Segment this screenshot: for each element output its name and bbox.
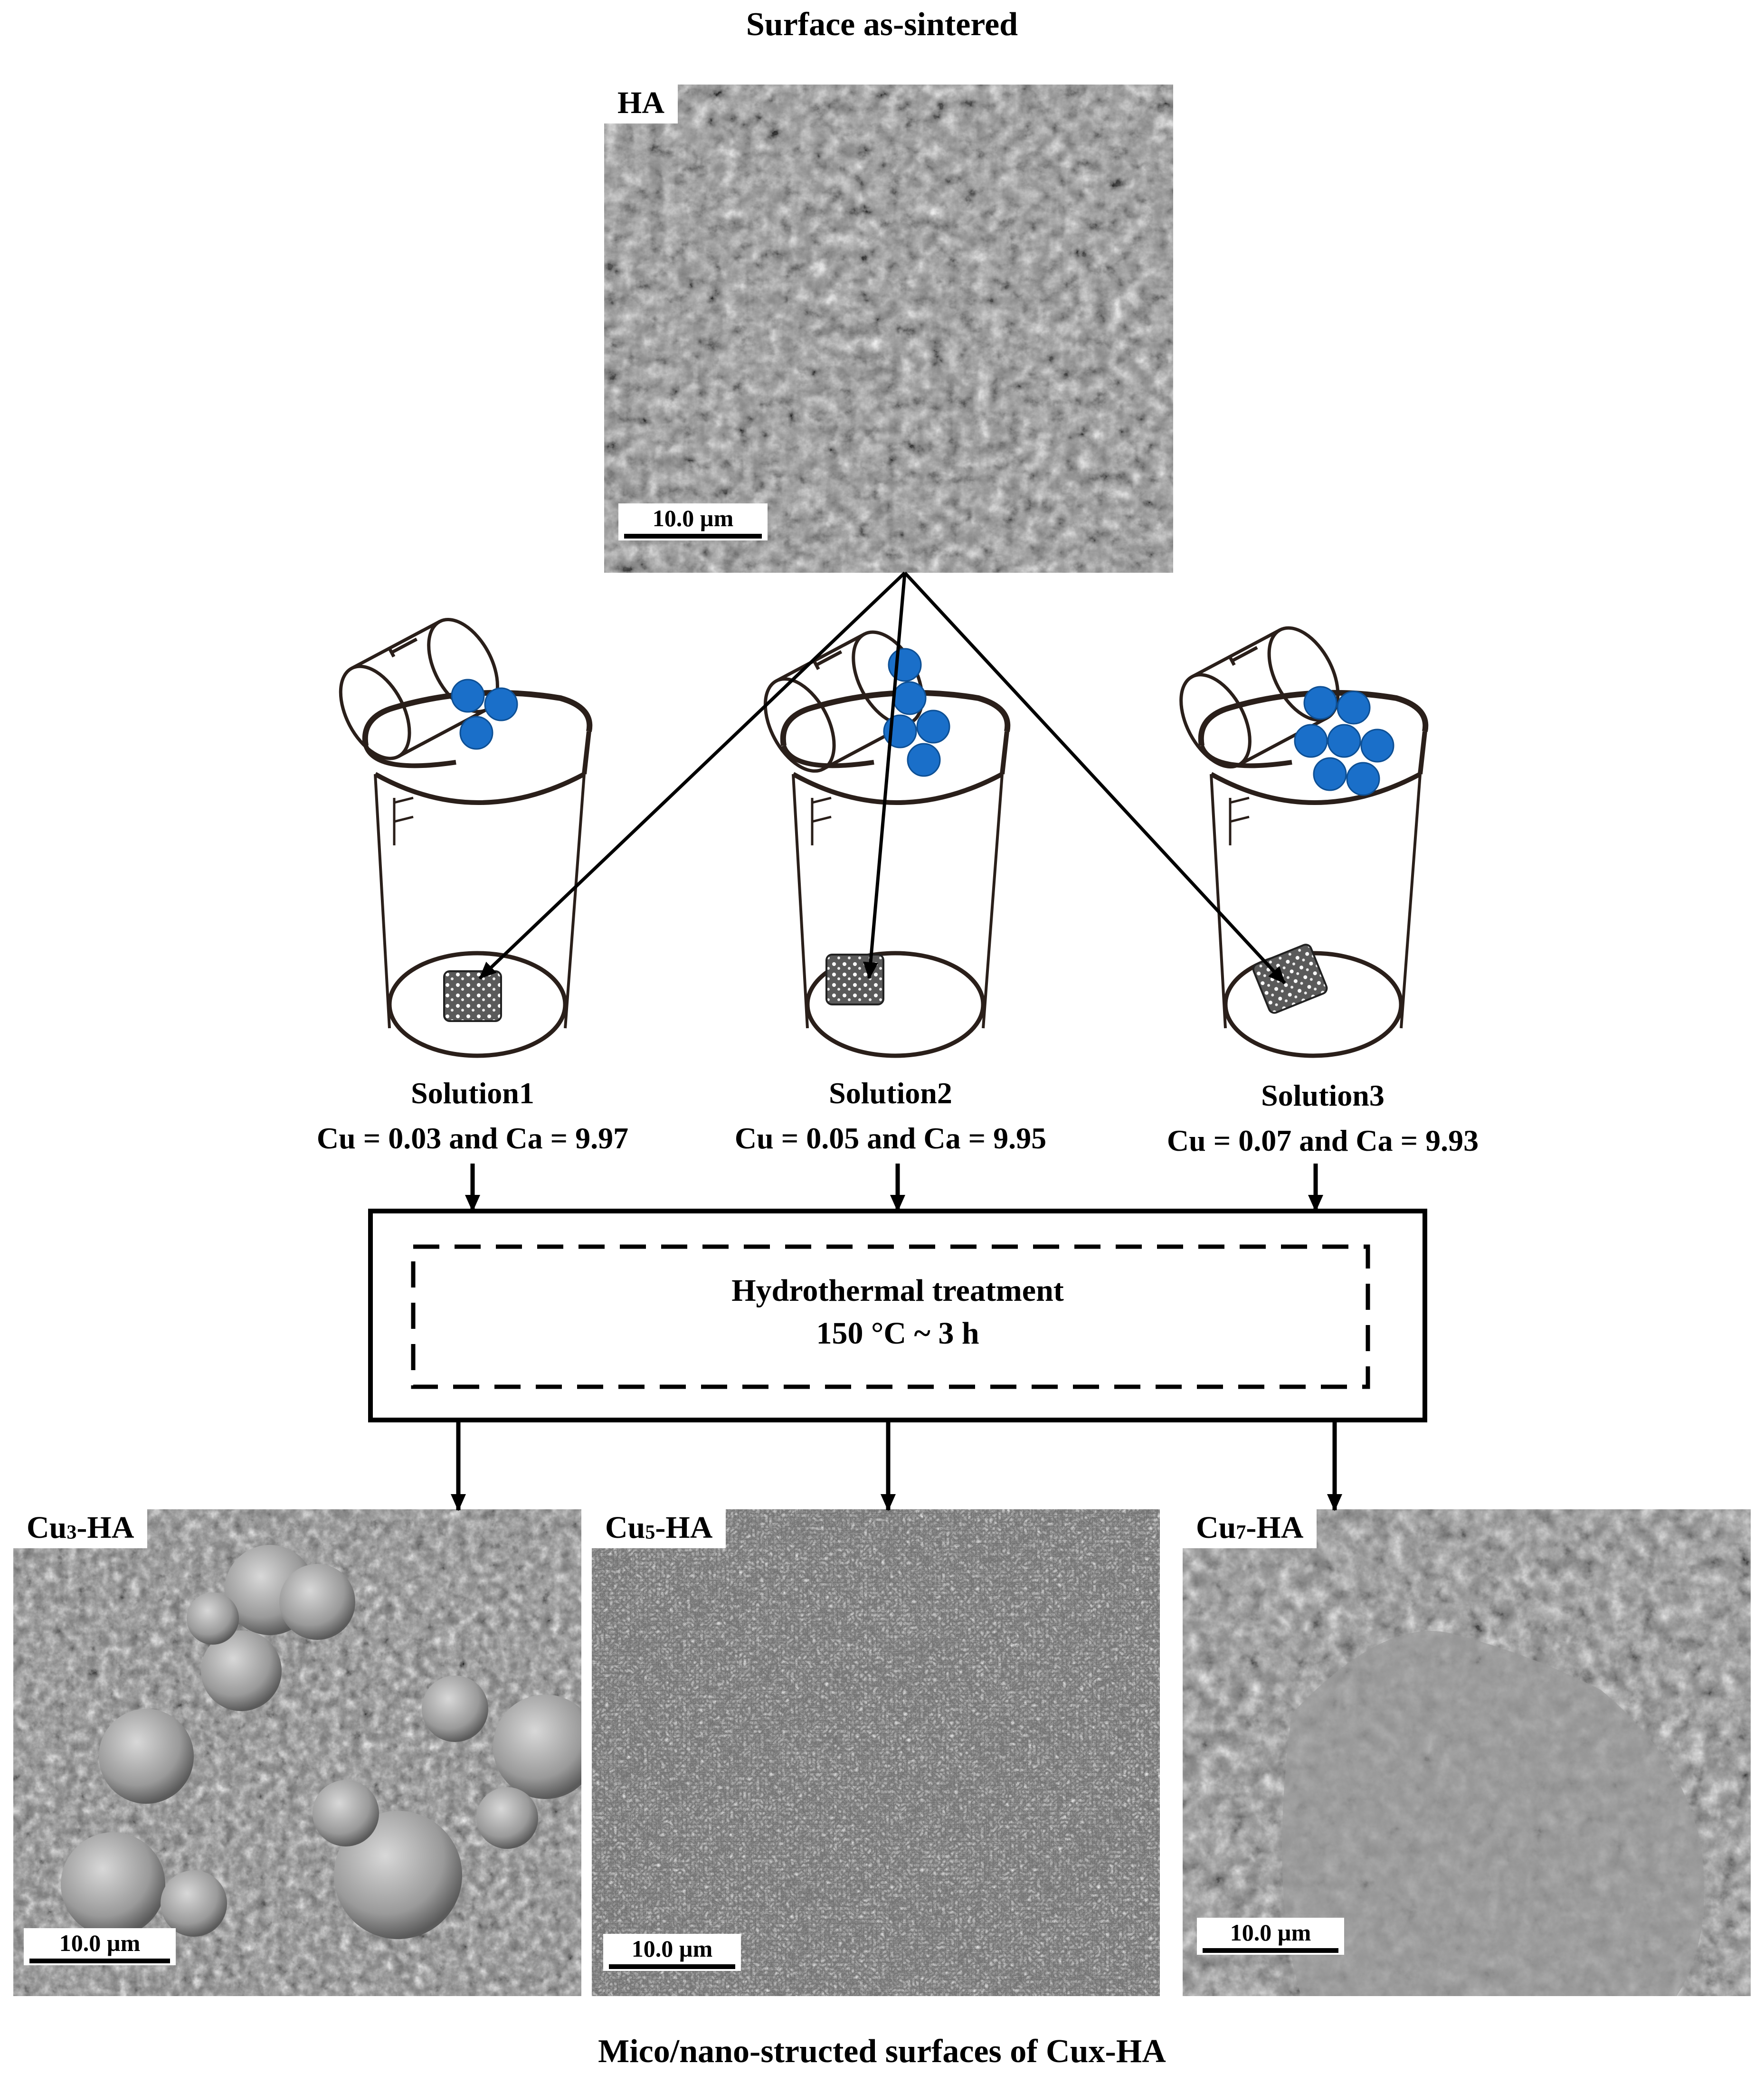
ion-sphere <box>1337 691 1371 725</box>
sample-3 <box>1252 944 1328 1014</box>
ion-sphere <box>1303 686 1337 720</box>
treatment-conditions: 150 °C ~ 3 h <box>816 1316 979 1351</box>
scale-bar-cu7: 10.0 µm <box>1197 1918 1344 1955</box>
arrow-to-beaker-3 <box>903 571 1286 985</box>
solution-2-name: Solution2 <box>829 1076 952 1110</box>
ion-sphere <box>907 743 941 777</box>
sem-label-cu3: Cu3-HA <box>13 1509 148 1548</box>
sem-texture <box>604 85 1173 573</box>
ion-sphere <box>1313 757 1347 791</box>
sem-image-cu7-ha: Cu7-HA 10.0 µm <box>1183 1509 1751 1996</box>
beaker-2 <box>763 630 1011 1058</box>
result-arrows <box>451 1420 1342 1511</box>
ion-sphere <box>888 648 922 682</box>
copper-ions <box>451 648 1394 796</box>
treatment-title: Hydrothermal treatment <box>731 1273 1064 1308</box>
ion-sphere <box>1360 729 1394 763</box>
beaker-body-2 <box>780 690 1011 1058</box>
sample-1 <box>443 970 502 1022</box>
arrow-to-beaker-1 <box>478 571 906 980</box>
bottom-title: Mico/nano-structed surfaces of Cux-HA <box>598 2033 1166 2070</box>
ion-sphere <box>1346 762 1380 796</box>
sem-texture-cu5 <box>592 1509 1160 1996</box>
ion-sphere <box>916 710 950 744</box>
scale-bar-ha: 10.0 µm <box>618 503 768 540</box>
beaker-1 <box>339 618 593 1058</box>
sem-image-ha: HA 10.0 µm <box>604 85 1173 573</box>
solution-1-condition: Cu = 0.03 and Ca = 9.97 <box>316 1121 629 1155</box>
treatment-inner-dashed <box>411 1244 1370 1389</box>
scale-bar-cu5: 10.0 µm <box>603 1934 741 1971</box>
arrow-to-beaker-2 <box>863 572 907 979</box>
sample-2 <box>825 954 884 1005</box>
sem-image-cu5-ha: Cu5-HA 10.0 µm <box>592 1509 1160 1996</box>
sem-label-cu7: Cu7-HA <box>1183 1509 1317 1548</box>
scale-bar-cu3: 10.0 µm <box>24 1928 176 1965</box>
ion-sphere <box>892 681 927 715</box>
solution-3-condition: Cu = 0.07 and Ca = 9.93 <box>1167 1124 1479 1157</box>
top-title: Surface as-sintered <box>746 6 1018 43</box>
sem-texture-cu3 <box>13 1509 581 1996</box>
ion-sphere <box>484 687 518 721</box>
sem-texture-cu7 <box>1183 1509 1751 1996</box>
spherical-particles <box>61 1545 581 1939</box>
ion-sphere <box>459 716 493 750</box>
sem-image-cu3-ha: Cu3-HA 10.0 µm <box>13 1509 581 1996</box>
solution-1-name: Solution1 <box>411 1076 534 1110</box>
ion-sphere <box>1294 724 1328 758</box>
solution-2-condition: Cu = 0.05 and Ca = 9.95 <box>734 1121 1047 1155</box>
ion-sphere <box>1327 724 1361 758</box>
ion-sphere <box>451 679 485 713</box>
sem-label-ha: HA <box>604 85 678 123</box>
distribution-arrows <box>478 571 1286 985</box>
solution-arrows <box>465 1164 1323 1212</box>
sem-label-cu5: Cu5-HA <box>592 1509 726 1548</box>
solution-3-name: Solution3 <box>1261 1079 1385 1112</box>
large-particle <box>1282 1631 1705 1996</box>
beaker-3 <box>1179 626 1429 1058</box>
